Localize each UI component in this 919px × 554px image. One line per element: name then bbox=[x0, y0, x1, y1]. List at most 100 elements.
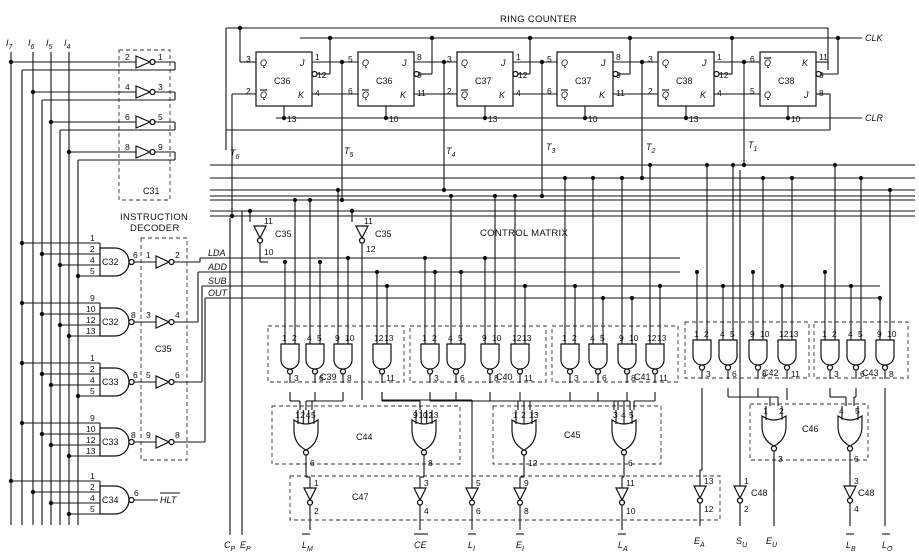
svg-text:9: 9 bbox=[819, 70, 824, 80]
svg-text:4: 4 bbox=[307, 333, 312, 343]
ring-counter-title: RING COUNTER bbox=[500, 14, 577, 25]
svg-text:J: J bbox=[803, 90, 809, 100]
svg-text:8: 8 bbox=[889, 369, 894, 379]
flipflop-6: QQ KJ C38 65 1198 10 bbox=[750, 51, 828, 124]
ei-output: EI bbox=[516, 540, 524, 553]
svg-text:5: 5 bbox=[855, 406, 860, 416]
svg-text:3: 3 bbox=[854, 476, 859, 486]
svg-text:Q: Q bbox=[561, 58, 568, 68]
svg-text:9: 9 bbox=[335, 333, 340, 343]
svg-text:Q: Q bbox=[764, 58, 771, 68]
svg-text:5: 5 bbox=[458, 333, 463, 343]
svg-text:1: 1 bbox=[694, 329, 699, 339]
li-output: LI bbox=[468, 540, 475, 553]
t3-label: T3 bbox=[546, 142, 556, 155]
svg-text:4: 4 bbox=[424, 506, 429, 516]
svg-text:8: 8 bbox=[347, 373, 352, 383]
svg-text:9: 9 bbox=[619, 333, 624, 343]
svg-text:8: 8 bbox=[616, 52, 621, 62]
svg-text:6: 6 bbox=[348, 86, 353, 96]
svg-text:8: 8 bbox=[131, 430, 136, 440]
svg-text:2: 2 bbox=[779, 406, 784, 416]
svg-text:5: 5 bbox=[600, 333, 605, 343]
svg-text:C33: C33 bbox=[102, 377, 119, 387]
svg-text:8: 8 bbox=[631, 373, 636, 383]
svg-text:6: 6 bbox=[460, 373, 465, 383]
svg-text:1: 1 bbox=[513, 410, 518, 420]
svg-text:12: 12 bbox=[647, 333, 657, 343]
svg-text:C43: C43 bbox=[862, 368, 879, 378]
svg-text:C41: C41 bbox=[634, 372, 651, 382]
svg-text:6: 6 bbox=[547, 86, 552, 96]
svg-text:1: 1 bbox=[314, 478, 319, 488]
svg-text:8: 8 bbox=[819, 88, 824, 98]
inv-c47-li: 56 bbox=[465, 478, 481, 530]
svg-text:8: 8 bbox=[494, 373, 499, 383]
svg-text:5: 5 bbox=[146, 370, 151, 380]
svg-text:10: 10 bbox=[492, 333, 502, 343]
timing-bus bbox=[210, 150, 915, 219]
control-matrix-title: CONTROL MATRIX bbox=[480, 228, 568, 239]
svg-text:5: 5 bbox=[90, 504, 95, 514]
svg-text:1: 1 bbox=[763, 406, 768, 416]
instruction-decoder-title-1: INSTRUCTION bbox=[120, 212, 188, 223]
svg-text:2: 2 bbox=[744, 504, 749, 514]
svg-text:3: 3 bbox=[778, 454, 783, 464]
instruction-decoder-title-2: DECODER bbox=[130, 223, 180, 234]
svg-text:12: 12 bbox=[719, 70, 729, 80]
svg-text:9: 9 bbox=[146, 430, 151, 440]
lo-output: LO bbox=[882, 540, 893, 553]
svg-text:4: 4 bbox=[621, 410, 626, 420]
svg-text:6: 6 bbox=[319, 373, 324, 383]
svg-text:12: 12 bbox=[512, 333, 522, 343]
svg-text:Q: Q bbox=[260, 90, 267, 100]
instruction-bus: LDA ADD SUB OUT bbox=[197, 248, 880, 442]
svg-text:5: 5 bbox=[547, 54, 552, 64]
c31-label: C31 bbox=[143, 186, 160, 196]
svg-text:13: 13 bbox=[689, 114, 699, 124]
svg-text:4: 4 bbox=[175, 310, 180, 320]
i6-label: I6 bbox=[28, 38, 35, 51]
svg-text:C45: C45 bbox=[564, 430, 581, 440]
ea-output: EA bbox=[694, 536, 705, 549]
svg-text:9: 9 bbox=[90, 293, 95, 303]
svg-text:2: 2 bbox=[125, 52, 130, 62]
svg-text:12: 12 bbox=[86, 435, 96, 445]
svg-text:Q: Q bbox=[764, 90, 771, 100]
svg-text:Q: Q bbox=[260, 58, 267, 68]
svg-text:1: 1 bbox=[158, 52, 163, 62]
out-label: OUT bbox=[208, 288, 229, 298]
svg-text:9: 9 bbox=[413, 410, 418, 420]
svg-text:C36: C36 bbox=[274, 76, 291, 86]
svg-text:13: 13 bbox=[86, 326, 96, 336]
svg-text:C35: C35 bbox=[155, 344, 172, 354]
svg-text:1: 1 bbox=[562, 333, 567, 343]
svg-text:4: 4 bbox=[315, 88, 320, 98]
svg-text:5: 5 bbox=[311, 410, 316, 420]
svg-text:3: 3 bbox=[447, 54, 452, 64]
svg-text:2: 2 bbox=[292, 333, 297, 343]
hlt-output-label: HLT bbox=[160, 495, 178, 505]
svg-text:Q: Q bbox=[561, 90, 568, 100]
svg-text:C35: C35 bbox=[375, 229, 392, 239]
svg-text:Q: Q bbox=[461, 58, 468, 68]
svg-text:8: 8 bbox=[125, 142, 130, 152]
inv-c48-su: 12 bbox=[733, 476, 749, 526]
